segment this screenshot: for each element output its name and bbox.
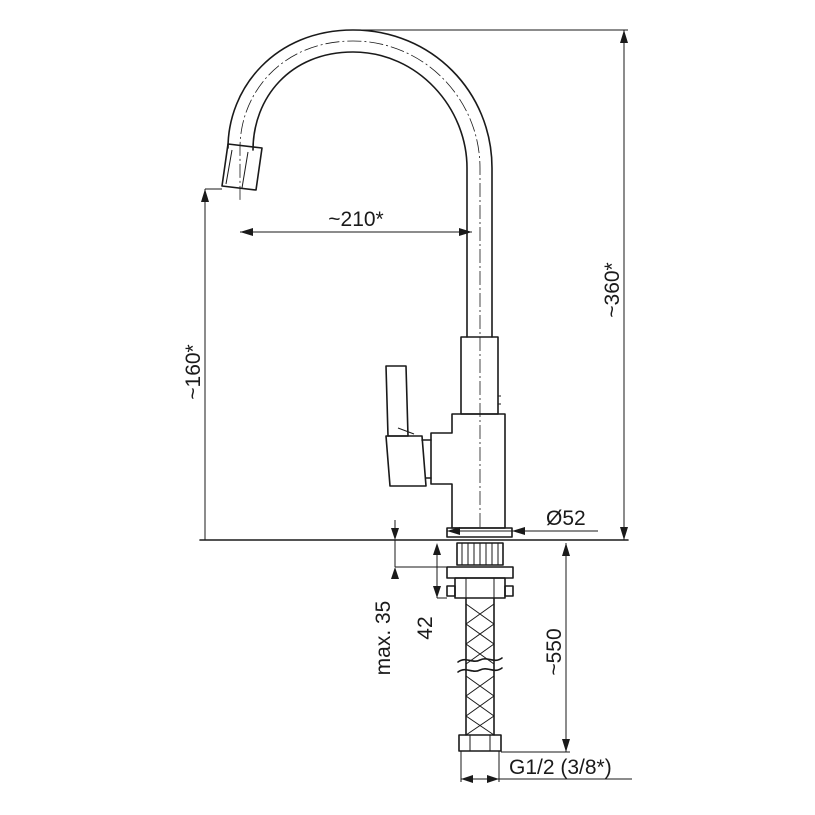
label-total-height: ~360* (601, 262, 624, 317)
dim-connection (461, 775, 632, 783)
main-body (430, 413, 506, 529)
dim-total-height (353, 29, 628, 540)
label-base-diameter: Ø52 (546, 507, 586, 530)
spout-pipe (227, 29, 493, 527)
dim-spout-height (201, 188, 222, 540)
dim-base-diameter (447, 527, 598, 535)
label-spout-height: ~160* (182, 344, 205, 399)
dim-max-countertop (391, 520, 447, 579)
base-flange (199, 527, 629, 541)
connection-nut (458, 734, 502, 782)
dim-spout-reach (240, 228, 472, 236)
handle-lever (385, 365, 432, 487)
spout-nozzle (221, 143, 263, 191)
dim-thread-length (433, 543, 447, 599)
upper-body-sleeve (460, 336, 501, 415)
label-hose-length: ~550 (543, 628, 566, 675)
mounting-nut (446, 566, 514, 599)
label-thread-length: 42 (414, 616, 437, 639)
label-spout-reach: ~210* (328, 208, 383, 231)
threaded-shank (456, 542, 504, 566)
label-connection: G1/2 (3/8*) (509, 756, 612, 779)
flexible-hose (457, 597, 503, 736)
dim-hose-length (501, 543, 570, 753)
label-max-countertop: max. 35 (372, 601, 395, 676)
